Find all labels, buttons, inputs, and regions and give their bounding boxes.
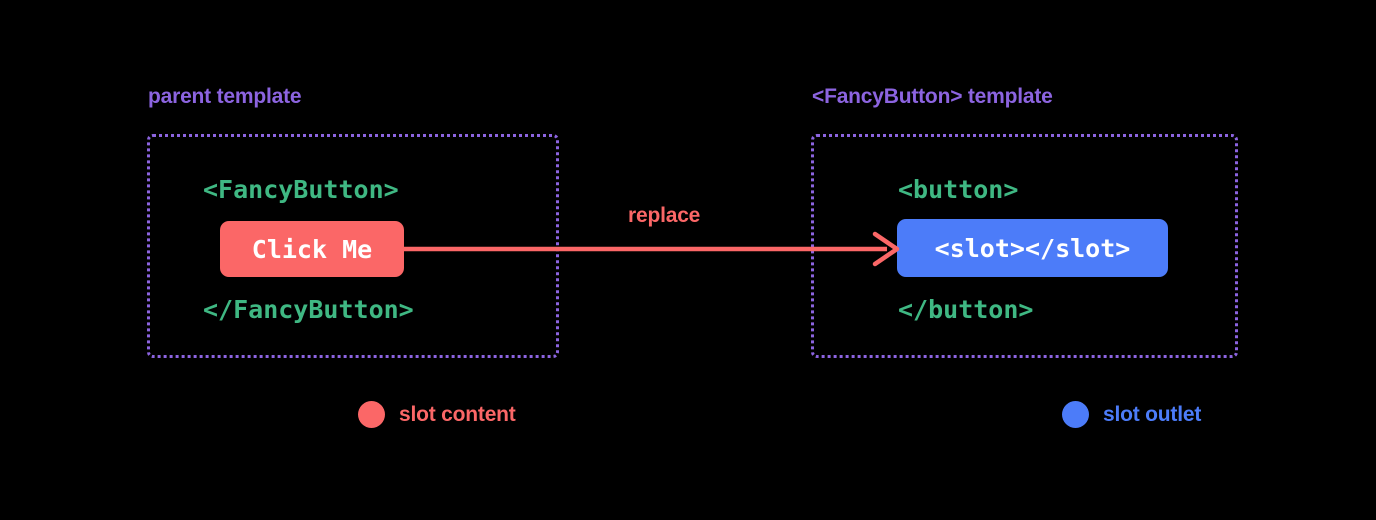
code-tag-close-button: </button> — [898, 295, 1034, 324]
parent-template-box — [147, 134, 559, 358]
code-tag-open-button: <button> — [898, 175, 1019, 204]
fancybutton-template-label: <FancyButton> template — [812, 85, 1053, 108]
slot-outlet-pill: <slot></slot> — [897, 219, 1168, 277]
slot-outlet-pill-label: <slot></slot> — [934, 233, 1131, 263]
slot-content-pill-label: Click Me — [251, 234, 373, 264]
blue-circle-icon — [1062, 401, 1089, 428]
legend-label-slot-content: slot content — [399, 402, 516, 426]
replace-label: replace — [628, 204, 701, 227]
code-tag-close-fancybutton: </FancyButton> — [203, 295, 414, 324]
fancybutton-template-box — [811, 134, 1238, 358]
parent-template-label: parent template — [148, 85, 302, 108]
slot-content-pill: Click Me — [220, 221, 404, 277]
legend-item-slot-outlet: slot outlet — [1062, 401, 1201, 428]
red-circle-icon — [358, 401, 385, 428]
legend-label-slot-outlet: slot outlet — [1103, 402, 1202, 426]
code-tag-open-fancybutton: <FancyButton> — [203, 175, 399, 204]
legend-item-slot-content: slot content — [358, 401, 516, 428]
